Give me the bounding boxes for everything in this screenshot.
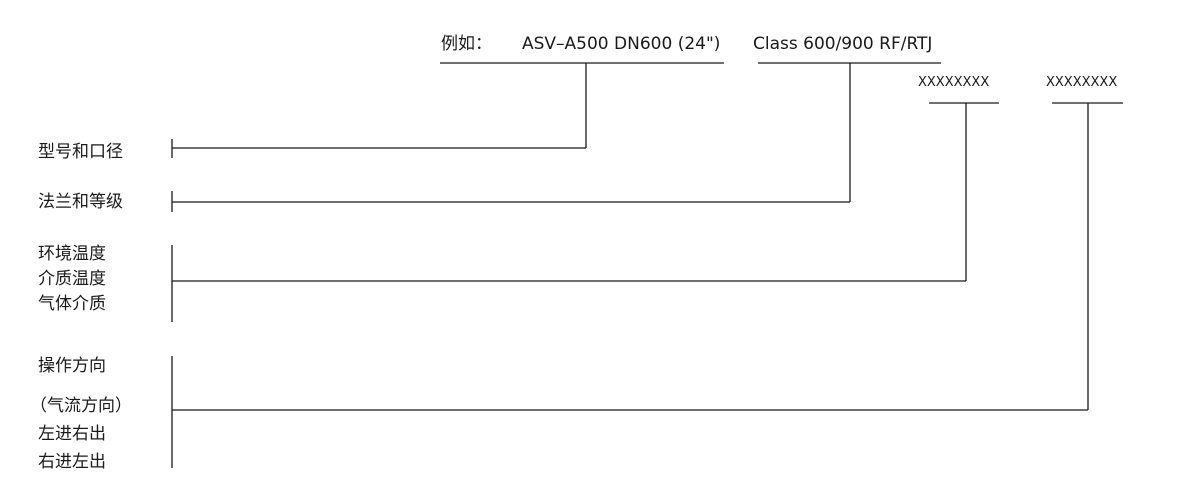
label-gas-medium: 气体介质 <box>38 294 106 314</box>
label-model-size: 型号和口径 <box>38 142 123 162</box>
example-prefix: 例如： <box>441 34 492 54</box>
temperature-code: XXXXXXXX <box>918 75 990 90</box>
label-flange-class: 法兰和等级 <box>38 192 123 212</box>
label-medium-temp: 介质温度 <box>38 269 106 289</box>
flange-class-code: Class 600/900 RF/RTJ <box>753 34 933 54</box>
model-size-code: ASV–A500 DN600 (24") <box>522 34 721 54</box>
label-airflow-direction: （气流方向） <box>30 396 132 416</box>
label-left-in-right-out: 左进右出 <box>38 424 106 444</box>
label-operation-direction: 操作方向 <box>38 356 106 376</box>
label-ambient-temp: 环境温度 <box>38 244 106 264</box>
direction-code: XXXXXXXX <box>1046 75 1118 90</box>
label-right-in-left-out: 右进左出 <box>38 452 106 472</box>
